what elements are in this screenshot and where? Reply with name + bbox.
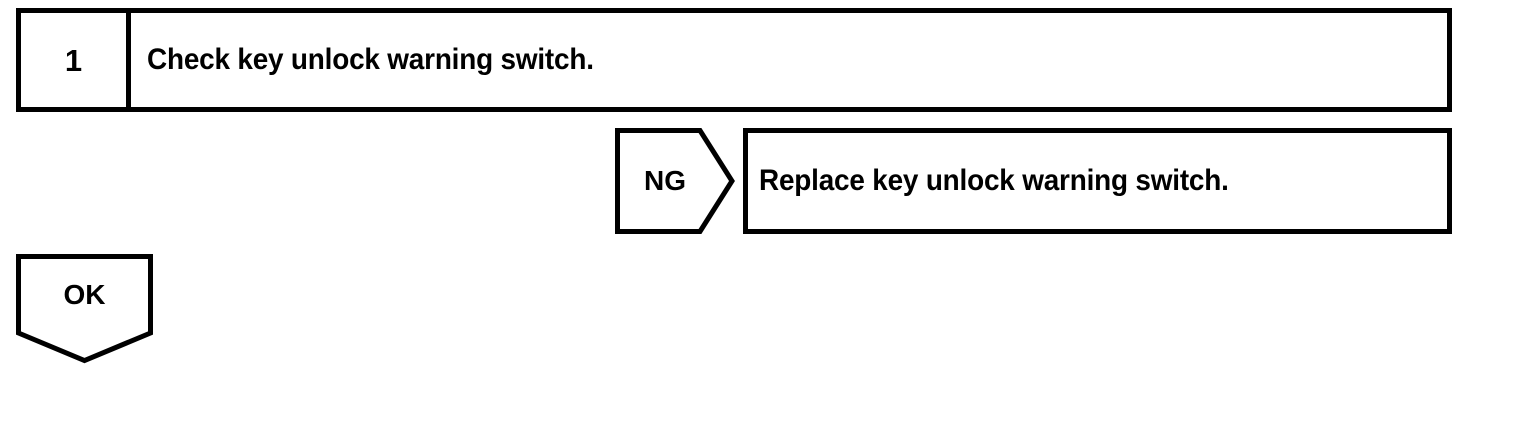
pentagon-down-arrow-icon [16, 254, 153, 364]
step-instruction-text: Check key unlock warning switch. [147, 43, 594, 76]
pentagon-right-arrow-icon [615, 128, 735, 234]
ok-branch-tag [16, 254, 156, 364]
step-number: 1 [64, 42, 83, 78]
ng-action-box: Replace key unlock warning switch. [743, 128, 1452, 234]
ng-branch-tag [615, 128, 735, 234]
step-instruction-cell: Check key unlock warning switch. [131, 13, 1447, 107]
step-number-cell: 1 [21, 13, 131, 107]
step-row-1: 1 Check key unlock warning switch. [16, 8, 1452, 112]
ng-action-text: Replace key unlock warning switch. [759, 164, 1229, 197]
